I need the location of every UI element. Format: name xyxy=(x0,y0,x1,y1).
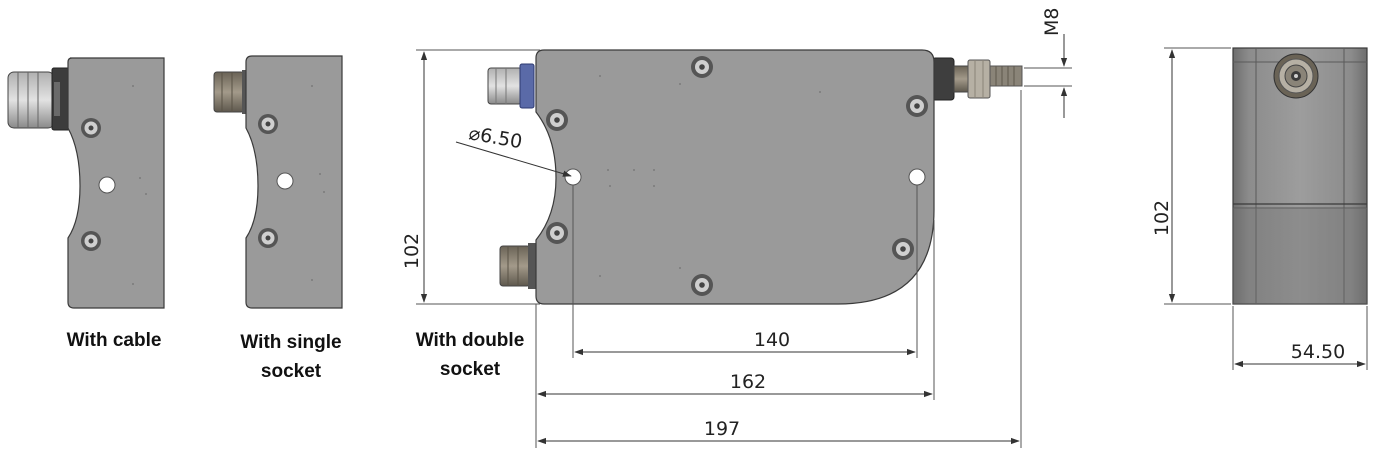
mounting-hole xyxy=(276,172,294,190)
m8-connector-end-icon xyxy=(1273,53,1319,99)
screw-icon xyxy=(546,109,568,131)
housing-double-socket xyxy=(535,49,935,305)
screw-icon xyxy=(546,222,568,244)
dimension-body-length: 162 xyxy=(730,371,766,393)
socket-connector xyxy=(499,243,538,289)
screw-icon xyxy=(81,118,101,138)
screw-icon xyxy=(258,114,278,134)
view-with-double-socket: With double socket xyxy=(416,49,1023,380)
screw-icon xyxy=(892,238,914,260)
screw-icon xyxy=(906,95,928,117)
screw-icon xyxy=(258,228,278,248)
dimension-hole-spacing: 140 xyxy=(754,329,790,351)
view-side: 102 54.50 xyxy=(1151,47,1368,370)
housing-single-socket xyxy=(245,55,343,309)
screw-icon xyxy=(81,231,101,251)
blue-socket-connector xyxy=(487,63,535,109)
screw-icon xyxy=(691,274,713,296)
dimension-height-front: 102 xyxy=(401,233,423,269)
dimension-width-side: 54.50 xyxy=(1291,341,1345,363)
view-with-cable: With cable xyxy=(7,57,165,351)
caption-with-cable: With cable xyxy=(67,330,162,351)
dimension-hole-diameter: ⌀6.50 xyxy=(467,122,524,153)
caption-with-double-socket-line2: socket xyxy=(440,359,501,380)
mounting-hole xyxy=(908,168,926,186)
mounting-hole xyxy=(564,168,582,186)
dimension-thread: M8 xyxy=(1041,8,1063,36)
cable-gland xyxy=(7,67,71,131)
dimension-overall-length: 197 xyxy=(704,418,740,440)
caption-with-single-socket-line2: socket xyxy=(261,361,322,382)
m8-connector xyxy=(931,57,1023,101)
caption-with-double-socket-line1: With double xyxy=(416,330,525,351)
view-with-single-socket: With single socket xyxy=(213,55,343,382)
screw-icon xyxy=(691,56,713,78)
caption-with-single-socket-line1: With single xyxy=(240,332,341,353)
dimension-height-side: 102 xyxy=(1151,200,1173,236)
mounting-hole xyxy=(98,176,116,194)
socket-connector xyxy=(213,70,250,114)
housing-cable xyxy=(67,57,165,309)
